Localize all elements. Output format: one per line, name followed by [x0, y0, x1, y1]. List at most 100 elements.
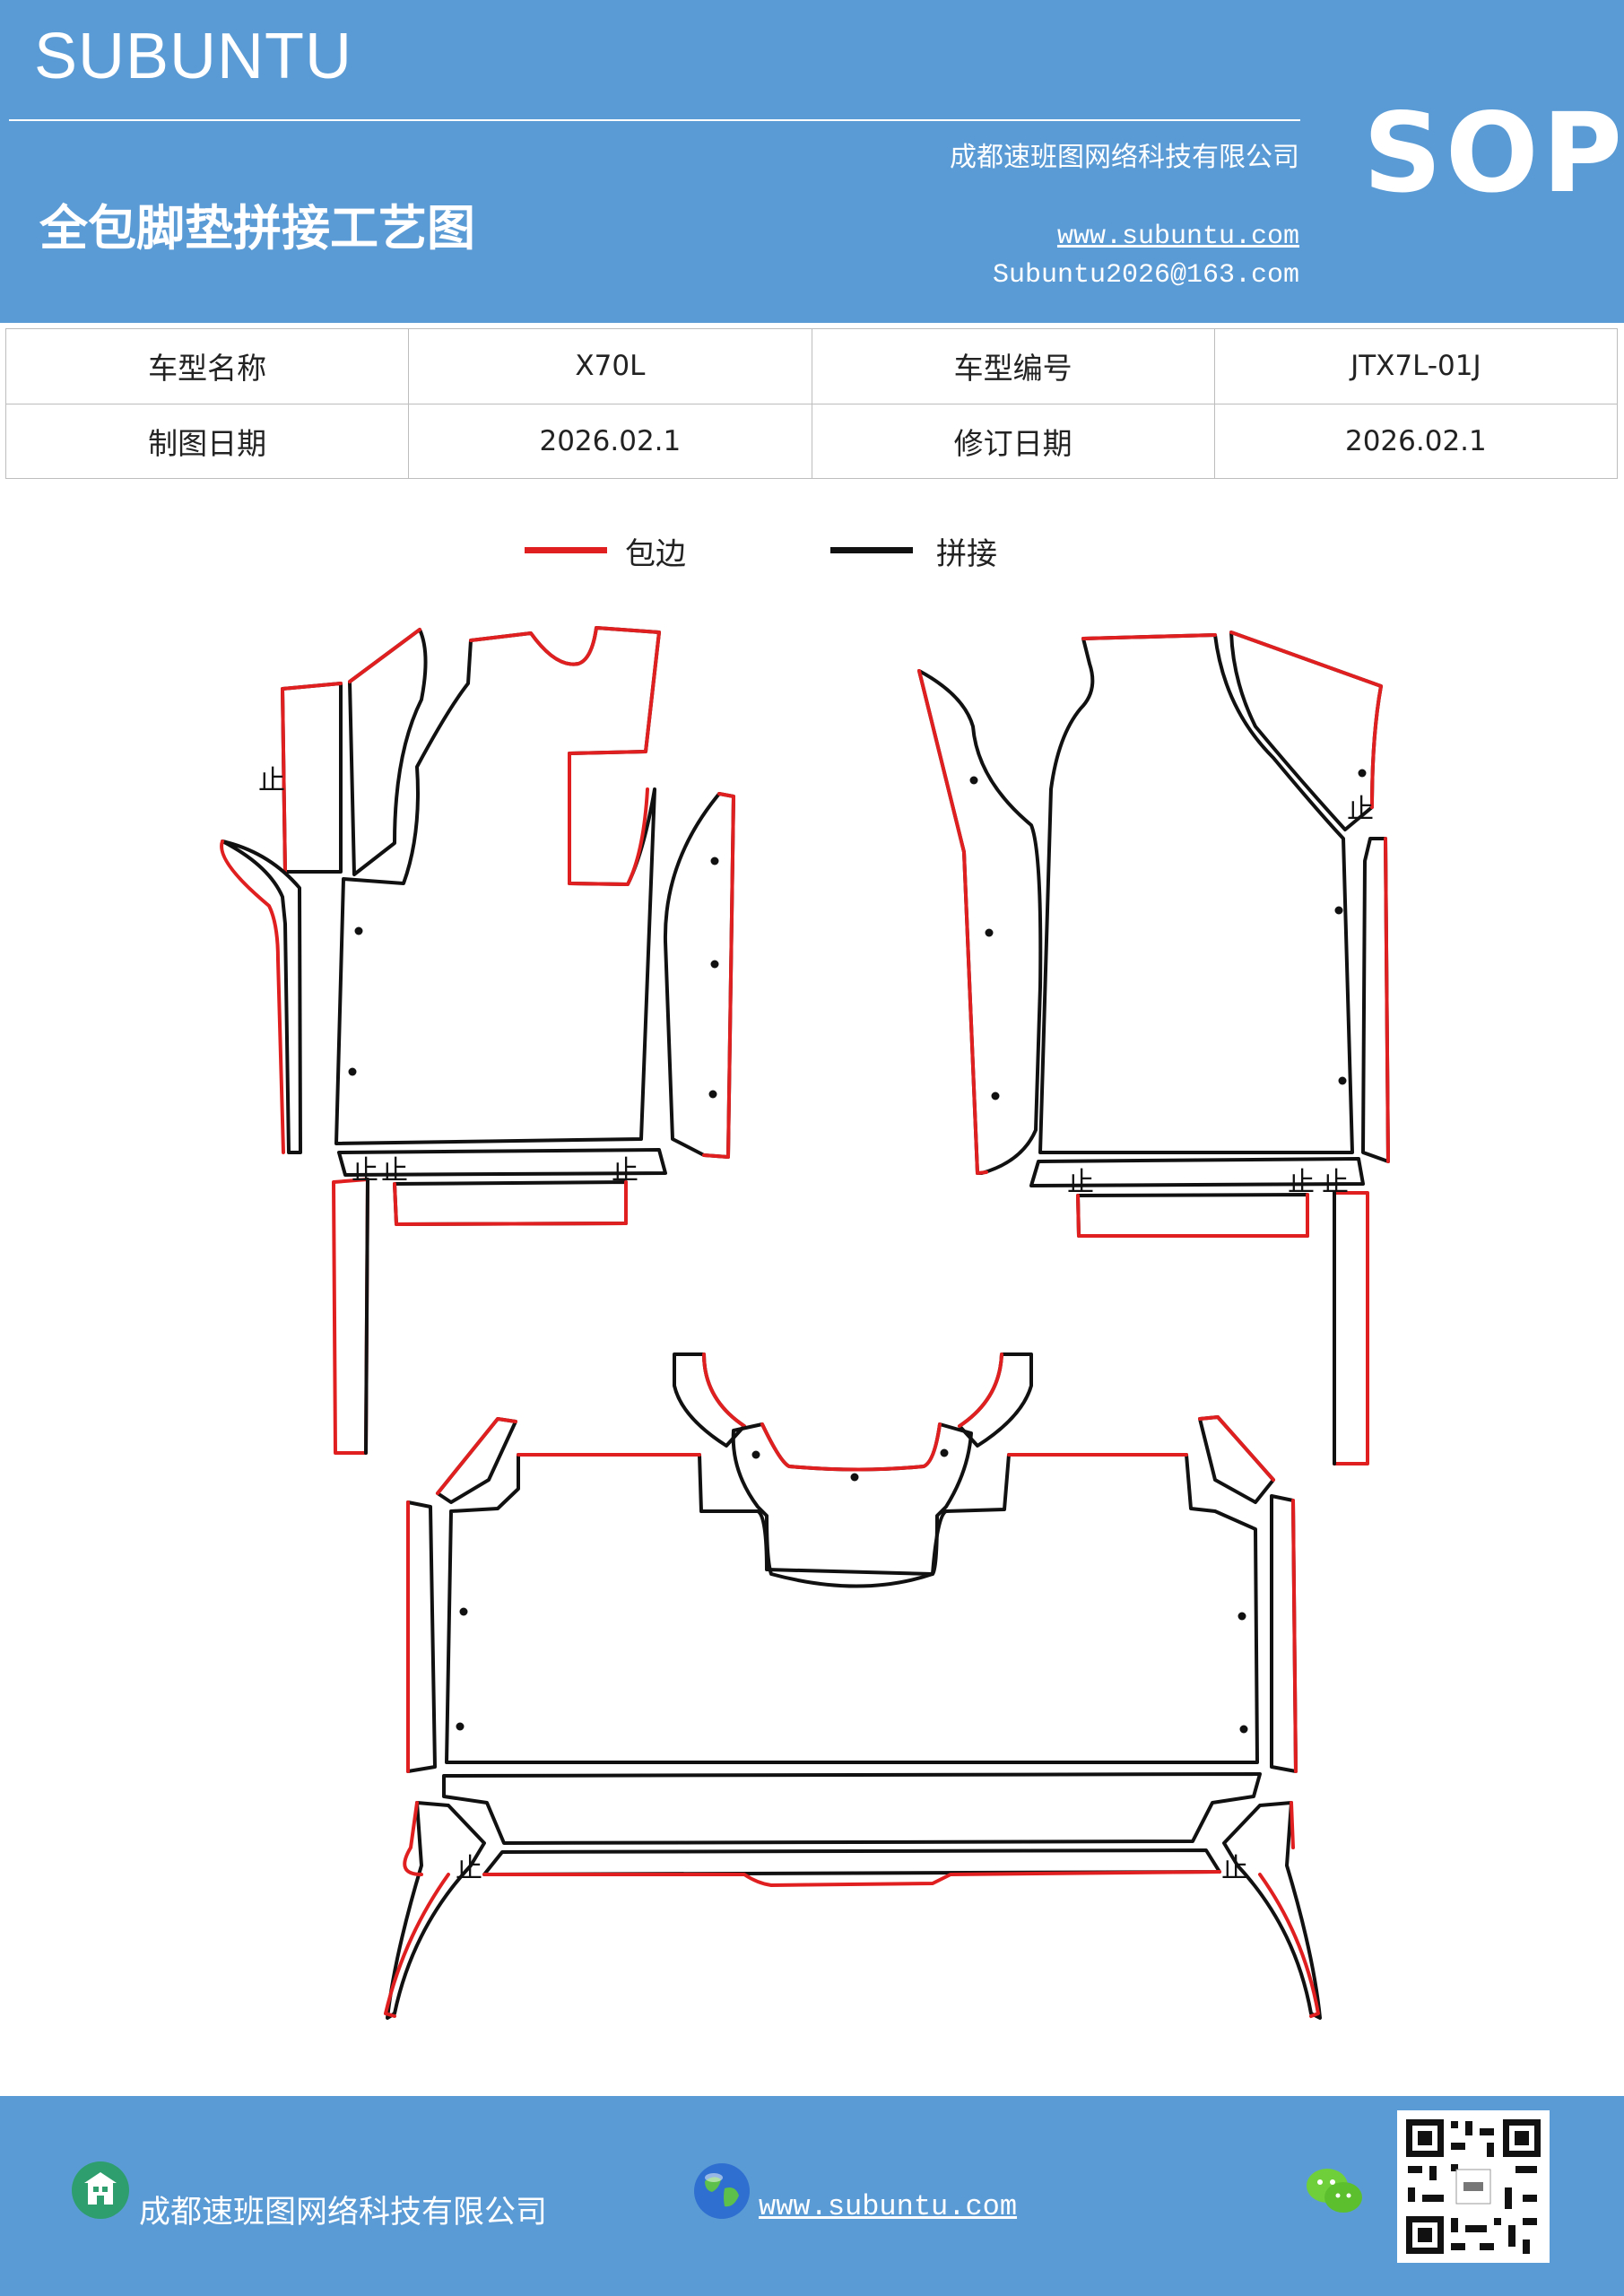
fastener-dot: [708, 1090, 717, 1099]
mat-edge: [1081, 633, 1217, 640]
fastener-dot: [1239, 1725, 1248, 1734]
header-banner: [0, 0, 1624, 323]
mat-edge: [393, 1180, 628, 1226]
fastener-dot: [1338, 1076, 1347, 1085]
fastener-dot: [348, 1067, 357, 1076]
fastener-dot: [991, 1091, 1000, 1100]
table-cell: 车型名称: [4, 328, 410, 404]
mat-piece: [221, 839, 302, 1154]
fastener-dot: [850, 1473, 859, 1482]
mat-edge: [436, 1417, 517, 1495]
fastener-dot: [1334, 906, 1343, 915]
globe-icon: [694, 2163, 750, 2219]
mat-edge: [702, 792, 735, 1159]
qr-code[interactable]: [1397, 2110, 1550, 2263]
mat-edge: [1384, 837, 1390, 1163]
header-email: Subuntu2026@163.com: [992, 260, 1299, 291]
mat-seam: [364, 1178, 369, 1455]
mat-piece: [663, 792, 735, 1159]
mat-piece: [1198, 1415, 1275, 1504]
mat-edge: [281, 682, 343, 874]
mat-piece: [332, 1178, 369, 1455]
fastener-dot: [1238, 1612, 1246, 1621]
info-table: 车型名称 X70L 车型编号 JTX7L-01J 制图日期 2026.02.1 …: [4, 328, 1619, 479]
mat-edge: [1258, 1801, 1320, 2018]
building-icon: [72, 2161, 129, 2219]
table-cell: 制图日期: [4, 403, 410, 479]
brand-logo-text: SUBUNTU: [34, 21, 353, 92]
mat-edge: [469, 626, 661, 886]
table-cell: JTX7L-01J: [1213, 328, 1619, 404]
mat-edge: [1291, 1499, 1298, 1773]
mat-piece: [482, 1848, 1221, 1876]
mat-piece: [1222, 1801, 1322, 2020]
table-cell: 修订日期: [811, 403, 1215, 479]
legend-seam-label: 拼接: [936, 536, 997, 572]
table-cell: X70L: [408, 328, 812, 404]
fastener-dot: [710, 857, 719, 865]
mat-piece: [1076, 1193, 1309, 1238]
mat-edge: [482, 1870, 1221, 1887]
table-cell: 车型编号: [811, 328, 1215, 404]
mat-piece: [393, 1180, 628, 1226]
stop-mark: 止: [1347, 794, 1374, 825]
footer-company: 成都速班图网络科技有限公司: [139, 2195, 548, 2231]
mat-piece: [281, 682, 343, 874]
mat-edge: [220, 839, 285, 1154]
stop-mark: 止: [612, 1155, 638, 1187]
mat-piece: [406, 1500, 437, 1773]
mat-edge: [348, 628, 421, 683]
mat-edge: [760, 1422, 942, 1472]
page-title: 全包脚垫拼接工艺图: [39, 199, 475, 257]
stop-mark: 止: [258, 765, 285, 796]
fastener-dot: [985, 928, 994, 937]
stop-mark: 止: [1067, 1167, 1094, 1198]
fastener-dot: [751, 1450, 760, 1459]
mat-piece: [1361, 837, 1390, 1163]
mat-edge: [384, 1801, 450, 2018]
mat-piece: [1333, 1191, 1369, 1465]
mat-edge: [958, 1352, 1003, 1428]
table-cell: 2026.02.1: [1213, 403, 1619, 479]
table-cell: 2026.02.1: [408, 403, 812, 479]
stop-mark: 止: [381, 1155, 408, 1187]
mat-edge: [702, 1352, 746, 1428]
legend-edge-label: 包边: [625, 536, 686, 572]
table-row: 制图日期 2026.02.1 修订日期 2026.02.1: [4, 403, 1619, 479]
fastener-dot: [1358, 769, 1367, 778]
footer-url-link[interactable]: www.subuntu.com: [759, 2190, 1018, 2223]
stop-mark: 止: [352, 1155, 378, 1187]
mat-piece: [1038, 633, 1354, 1154]
rear-mat-group: 止 止: [384, 1352, 1322, 2020]
mat-piece: [1029, 1157, 1365, 1187]
mat-edge: [1198, 1415, 1275, 1482]
header-company: 成都速班图网络科技有限公司: [950, 142, 1299, 173]
fastener-dot: [940, 1448, 949, 1457]
mat-edge: [1076, 1193, 1309, 1238]
sop-badge: SOP: [1363, 90, 1624, 217]
fastener-dot: [354, 926, 363, 935]
mat-piece: [348, 628, 428, 876]
mat-edge: [917, 669, 988, 1175]
wechat-icon: [1307, 2169, 1362, 2213]
stop-mark: 止: [1288, 1167, 1315, 1198]
table-row: 车型名称 X70L 车型编号 JTX7L-01J: [4, 328, 1619, 404]
header-url-link[interactable]: www.subuntu.com: [1056, 222, 1299, 252]
legend-seam-swatch: [830, 547, 913, 553]
mat-piece: [436, 1417, 517, 1504]
mat-piece: [337, 1148, 667, 1177]
fastener-dot: [456, 1722, 465, 1731]
mat-piece: [386, 1801, 486, 2020]
stop-mark: 止: [1221, 1853, 1248, 1884]
mat-edge: [1229, 631, 1383, 809]
stop-mark: 止: [456, 1853, 482, 1884]
fastener-dot: [459, 1607, 468, 1616]
passenger-mat-group: 止 止 止 止: [917, 631, 1390, 1465]
header-divider: [9, 119, 1300, 121]
mat-piece: [445, 1453, 1259, 1764]
legend-edge-swatch: [525, 547, 607, 553]
stop-mark: 止: [1322, 1167, 1349, 1198]
driver-mat-group: 止 止 止 止: [220, 626, 735, 1455]
fastener-dot: [710, 960, 719, 969]
